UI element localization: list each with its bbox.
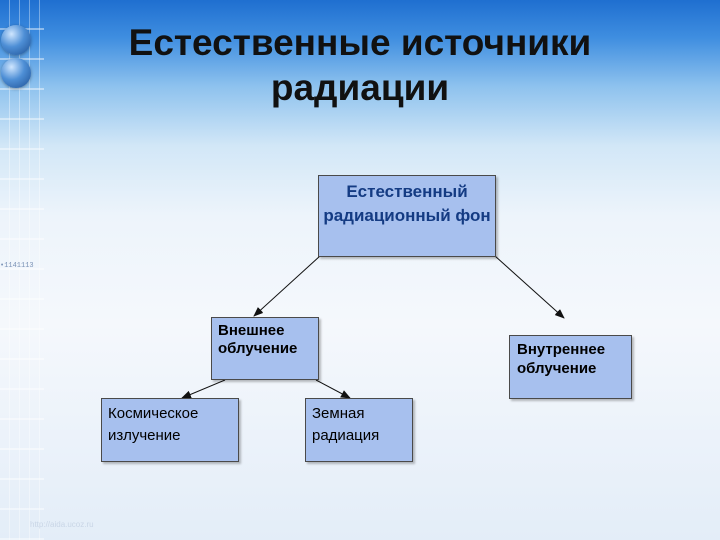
side-code-text: •1141113 (0, 262, 34, 270)
arrow-root-to-internal (494, 255, 565, 319)
decorative-side-strip (0, 0, 44, 540)
node-internal-exposure: Внутреннее облучение (509, 335, 632, 399)
arrow-root-to-external (253, 255, 321, 317)
decorative-orb-icon (1, 58, 31, 88)
root-node-natural-background: Естественный радиационный фон (318, 175, 496, 257)
decorative-orb-icon (1, 25, 31, 55)
watermark: http://aida.ucoz.ru (30, 520, 94, 529)
node-cosmic-radiation: Космическое излучение (101, 398, 239, 462)
arrow-external-to-cosmic (181, 379, 226, 399)
node-external-exposure: Внешнее облучение (211, 317, 319, 380)
slide-title: Естественные источники радиации (128, 22, 592, 108)
node-terrestrial-radiation: Земная радиация (305, 398, 413, 462)
arrow-external-to-terrestrial (315, 379, 351, 399)
